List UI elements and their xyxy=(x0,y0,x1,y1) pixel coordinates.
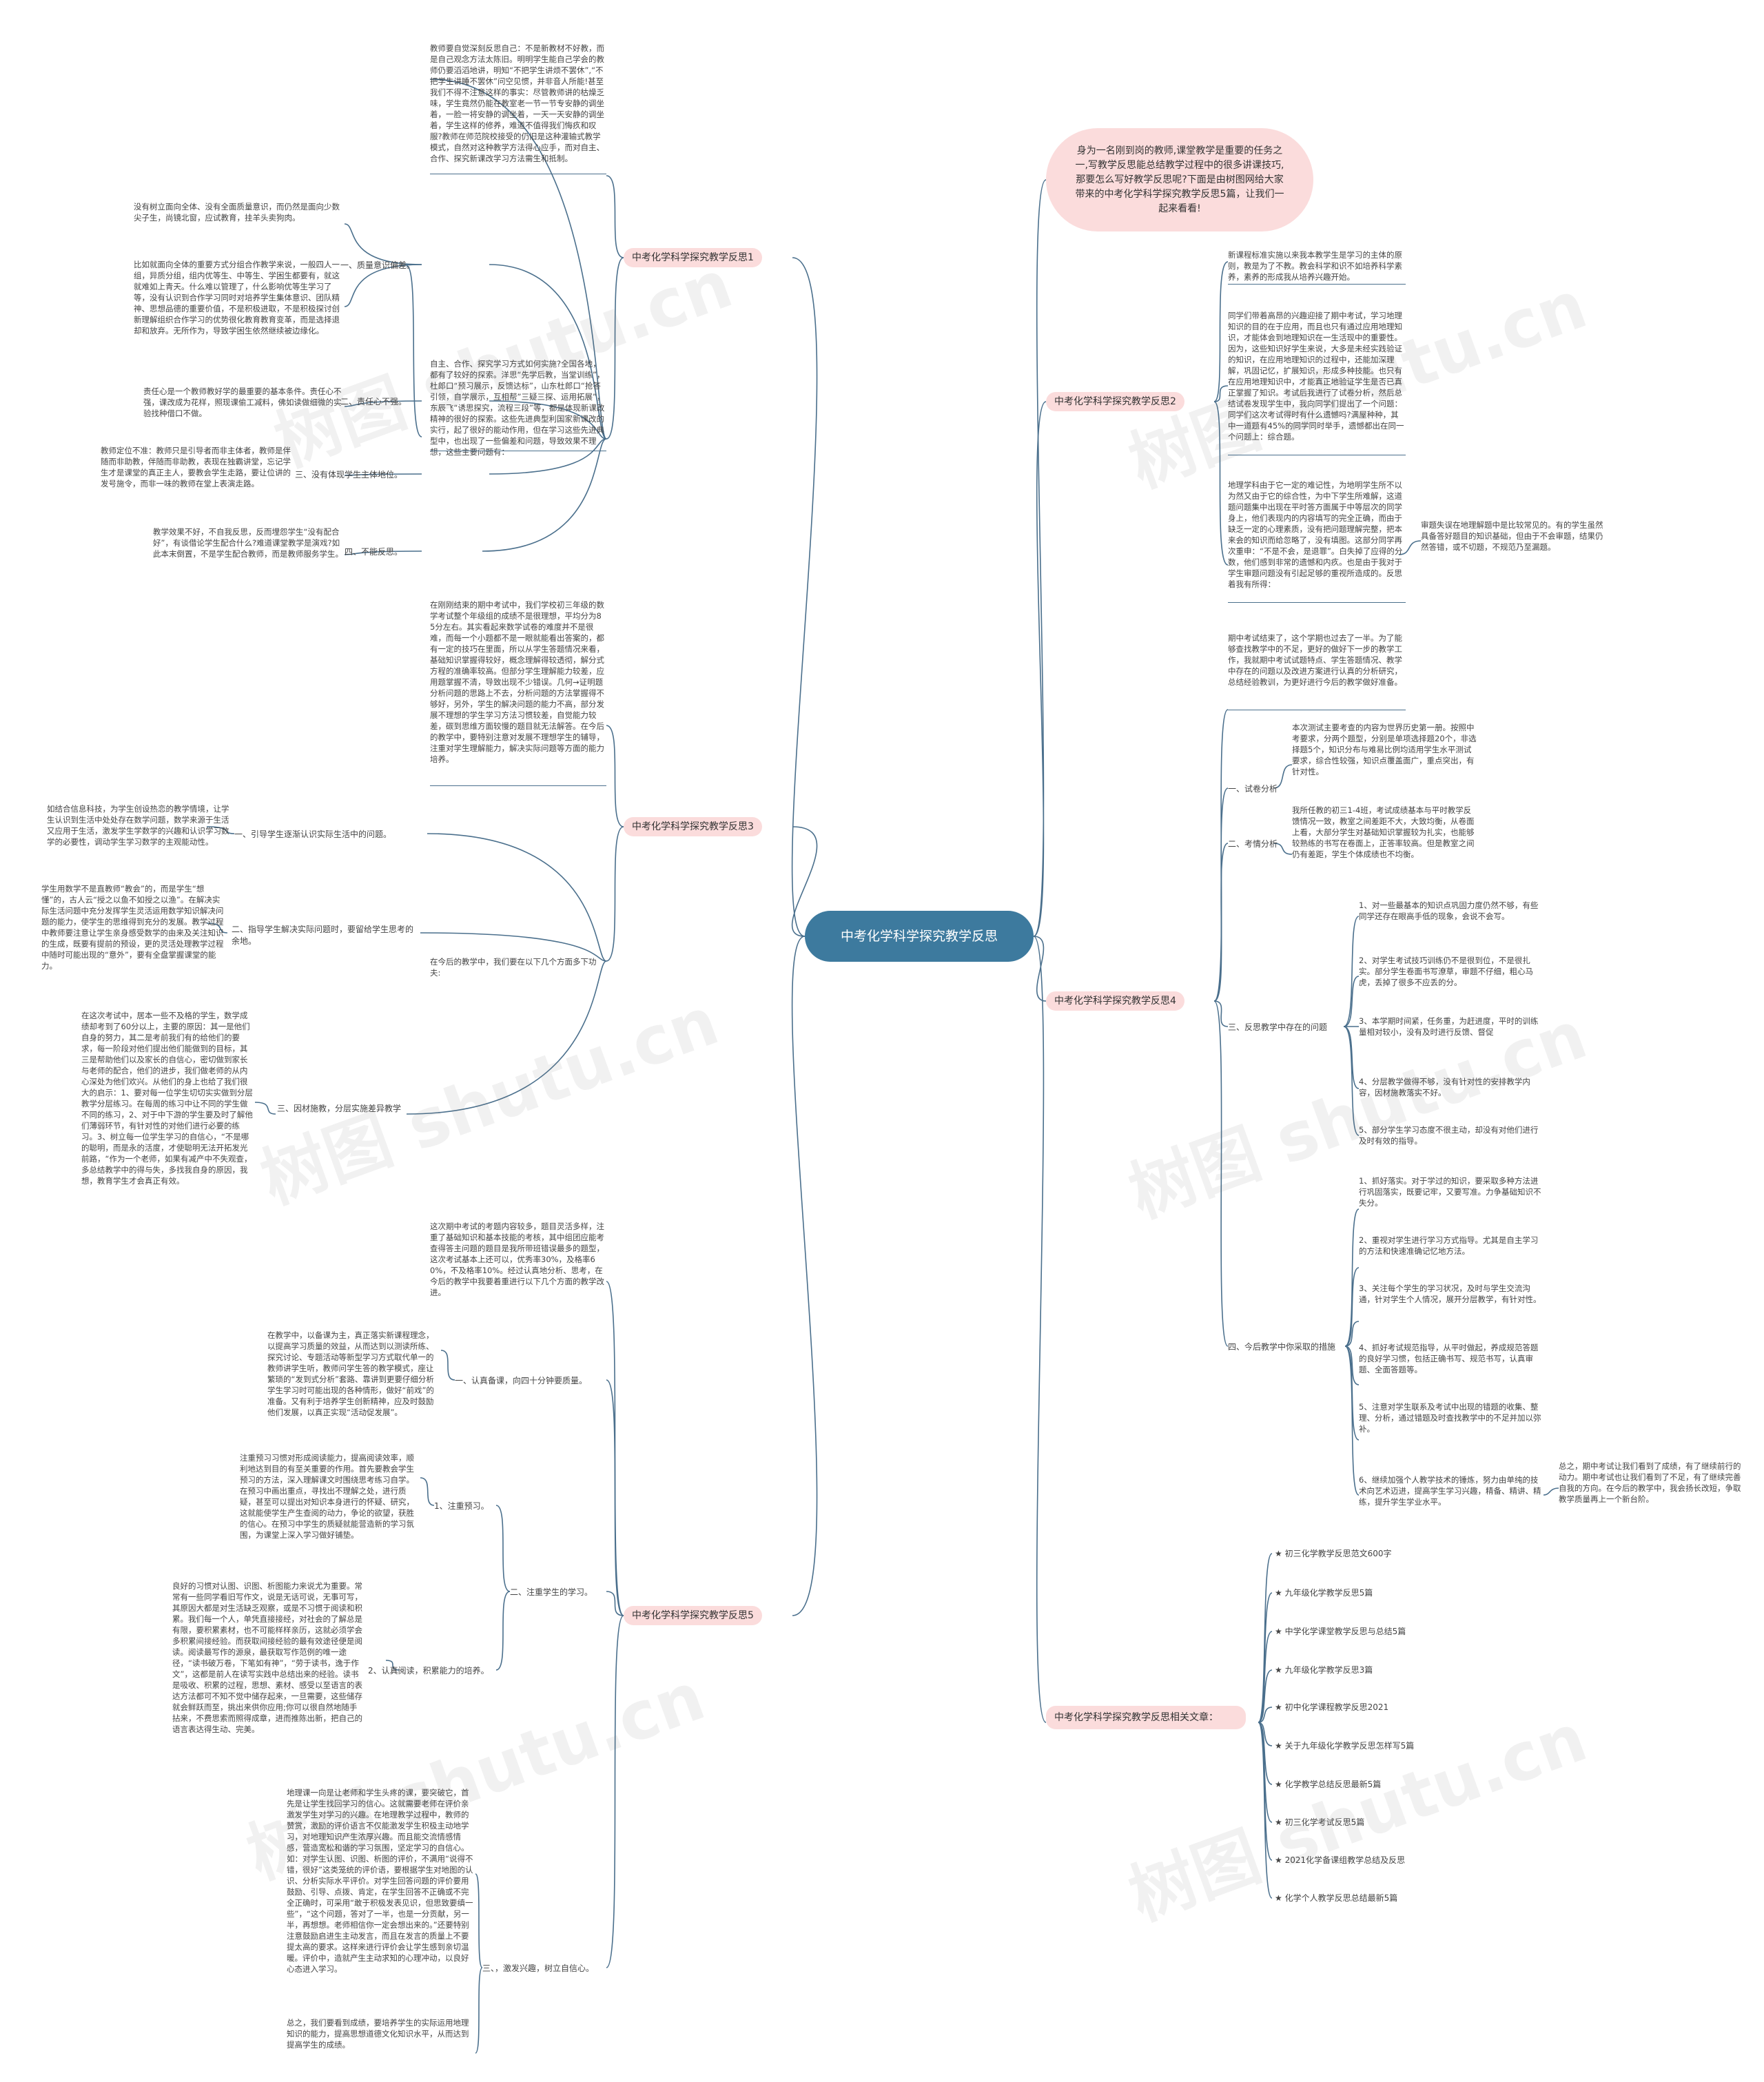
b5-s3-label[interactable]: 三、，激发兴趣，树立自信心。 xyxy=(482,1964,595,1973)
b4-s1-label[interactable]: 一、试卷分析 xyxy=(1228,784,1278,794)
b4-s4-item-5: 5、注意对学生联系及考试中出现的错题的收集、整理、分析，通过错题及时查找教学中的… xyxy=(1359,1402,1541,1434)
b4-s3-item-2: 2、对学生考试技巧训练仍不是很到位，不是很扎实。部分学生卷面书写潦草，审题不仔细… xyxy=(1359,956,1533,987)
b4-s4-item-4: 4、抓好考试规范指导，从平时做起，养成规范答题的良好学习惯，包括正确书写、规范书… xyxy=(1359,1343,1539,1374)
b1-s3-label[interactable]: 三、没有体现学生主体地位。 xyxy=(295,470,403,480)
b5-s3-text-b: 总之，我们要看到成绩，要培养学生的实际运用地理知识的能力，提高思想道德文化知识水… xyxy=(287,2018,469,2050)
b2-text-3: 地理学科由于它一定的难记性，为地明学生所不以为然又由于它的综合性，为中下学生所难… xyxy=(1228,480,1403,589)
center-topic[interactable]: 中考化学科学探究教学反思 xyxy=(805,911,1034,962)
b3-s1-label[interactable]: 一、引导学生逐渐认识实际生活中的问题。 xyxy=(234,829,392,839)
b1-intro-text: 教师要自觉深刻反思自己：不是新教材不好教，而是自己观念方法太陈旧。明明学生能自己… xyxy=(430,43,604,163)
b4-s4-item-2: 2、重视对学生进行学习方式指导。尤其是自主学习的方法和快速准确记忆地方法。 xyxy=(1359,1235,1539,1256)
b5-s2-2-text: 良好的习惯对认图、识图、析图能力来说尤为重要。常常有一些同学看旧写作文，说是无话… xyxy=(172,1581,362,1734)
related-article-link[interactable]: ★ 中学化学课堂教学反思与总结5篇 xyxy=(1275,1627,1406,1636)
related-article-link[interactable]: ★ 2021化学备课组教学总结及反思 xyxy=(1275,1855,1406,1865)
b1-s4-text: 教学效果不好，不自我反思，反而埋怨学生“没有配合好”，有谈借论学生配合什么?难道… xyxy=(153,527,343,559)
b3-bottom-text: 在今后的教学中，我们要在以下几个方面多下功夫: xyxy=(430,957,597,978)
b5-s2-2-label[interactable]: 2、认真阅读，积累能力的培养。 xyxy=(368,1666,489,1676)
b4-s4-side-text: 总之，期中考试让我们看到了成绩，有了继续前行的动力。期中考试也让我们看到了不足，… xyxy=(1559,1461,1741,1504)
b5-s1-text: 在教学中，以备课为主，真正落实新课程理念，以提高学习质量的效益，从而达到以测读所… xyxy=(267,1330,434,1417)
underline xyxy=(1228,602,1406,603)
b1-s4-label[interactable]: 四、不能反思。 xyxy=(345,547,403,557)
b4-s4-item-3: 3、关注每个学生的学习状况，及时与学生交流沟通，针对学生个人情况，展开分层教学，… xyxy=(1359,1284,1541,1304)
b3-s3-text: 在这次考试中，居本一些不及格的学生，数学成绩却考到了60分以上，主要的原因：其一… xyxy=(81,1011,253,1186)
b4-s3-item-3: 3、本学期时间紧，任务重，为赶进度，平时的训练量相对较小，没有及时进行反馈、督促 xyxy=(1359,1016,1539,1037)
b4-s2-text: 我所任教的初三1-4班，考试成绩基本与平时教学反馈情况一致，教室之间差距不大，大… xyxy=(1292,805,1475,859)
b3-s2-text: 学生用数学不是直教师“教会”的，而是学生“想懂”的，古人云“授之以鱼不如授之以渔… xyxy=(41,884,224,971)
related-article-link[interactable]: ★ 九年级化学教学反思3篇 xyxy=(1275,1665,1373,1675)
b4-intro-text: 期中考试结束了，这个学期也过去了一半。为了能够查找教学中的不足，更好的做好下一步… xyxy=(1228,633,1402,687)
b1-summary-text: 自主、合作、探究学习方式如何实施?全国各地，都有了较好的探索。洋思“先学后教，当… xyxy=(430,359,605,457)
branch-1-title[interactable]: 中考化学科学探究教学反思1 xyxy=(624,248,762,267)
b4-s3-label[interactable]: 三、反思教学中存在的问题 xyxy=(1228,1022,1328,1032)
b1-s1-text-b: 比如就面向全体的重要方式分组合作教学来说，一般四人一组，异质分组，组内优等生、中… xyxy=(134,260,340,336)
b1-s3-text: 教师定位不准：教师只是引导者而非主体者，教师是伴随而非助教，伴随而非助教，表现在… xyxy=(101,446,291,488)
related-article-link[interactable]: ★ 化学教学总结反思最新5篇 xyxy=(1275,1780,1382,1789)
b2-text-2: 同学们带着高昂的兴趣迎接了期中考试，学习地理知识的目的在于应用，而且也只有通过应… xyxy=(1228,311,1404,442)
b1-s2-label[interactable]: 二、责任心不强。 xyxy=(340,397,407,406)
b5-s2-1-text: 注重预习习惯对形成阅读能力，提高阅读效率，顺利地达到目的有至关重要的作用。首先要… xyxy=(240,1453,414,1540)
b3-s1-text: 如结合信息科技，为学生创设热恋的教学情境，让学生认识到生活中处处存在数学问题，数… xyxy=(47,804,229,847)
b4-s1-text: 本次测试主要考查的内容为世界历史第一册。按照中考要求，分两个题型，分别是单项选择… xyxy=(1292,723,1477,776)
intro-node[interactable]: 身为一名刚到岗的教师,课堂教学是重要的任务之一,写教学反思能总结教学过程中的很多… xyxy=(1046,128,1313,231)
related-article-link[interactable]: ★ 初中化学课程教学反思2021 xyxy=(1275,1702,1389,1712)
underline xyxy=(1228,284,1406,285)
b5-s2-label[interactable]: 二、注重学生的学习。 xyxy=(510,1587,593,1597)
branch-4-title[interactable]: 中考化学科学探究教学反思4 xyxy=(1046,991,1184,1011)
b4-s4-label[interactable]: 四、今后教学中你采取的措施 xyxy=(1228,1342,1336,1352)
branch-3-title[interactable]: 中考化学科学探究教学反思3 xyxy=(624,817,762,836)
b3-intro-text: 在刚刚结束的期中考试中，我们学校初三年级的数学考试整个年级组的成绩不是很理想，平… xyxy=(430,600,604,764)
underline xyxy=(430,785,606,786)
b5-s1-label[interactable]: 一、认真备课，向四十分钟要质量。 xyxy=(455,1376,588,1385)
b4-s4-item-1: 1、抓好落实。对于学过的知识，要采取多种方法进行巩固落实，既要记牢，又要写准。力… xyxy=(1359,1176,1541,1208)
related-article-link[interactable]: ★ 初三化学考试反思5篇 xyxy=(1275,1817,1365,1827)
branch-2-title[interactable]: 中考化学科学探究教学反思2 xyxy=(1046,392,1184,411)
branch-6-title[interactable]: 中考化学科学探究教学反思相关文章： xyxy=(1046,1706,1246,1729)
b4-s3-item-1: 1、对一些最基本的知识点巩固力度仍然不够，有些同学还存在眼高手低的现象，会说不会… xyxy=(1359,900,1539,921)
b3-s2-label[interactable]: 二、指导学生解决实际问题时，要留给学生思考的余地。 xyxy=(232,925,414,946)
b1-s1-label[interactable]: 一、质量意识偏差。 xyxy=(340,260,416,270)
b4-s3-item-4: 4、分层教学做得不够，没有针对性的安排教学内容，因材施教落实不好。 xyxy=(1359,1077,1530,1097)
b1-s2-text: 责任心是一个教师教好学的最重要的基本条件。责任心不强，课改成为花样，照现课偷工减… xyxy=(143,386,342,418)
b3-s3-label[interactable]: 三、因材施教，分层实施差异教学 xyxy=(277,1104,402,1113)
related-article-link[interactable]: ★ 九年级化学教学反思5篇 xyxy=(1275,1588,1373,1598)
b4-s4-item-6: 6、继续加强个人教学技术的锤炼，努力由单纯的技术向艺术迈进，提高学生学习兴趣，精… xyxy=(1359,1475,1541,1507)
b2-side-text: 审题失误在地理解题中是比较常见的。有的学生虽然具备答好题目的知识基础，但由于不会… xyxy=(1421,520,1603,552)
related-article-link[interactable]: ★ 化学个人教学反思总结最新5篇 xyxy=(1275,1893,1398,1903)
b1-s1-text-a: 没有树立面向全体、没有全面质量意识，而仍然是面向少数尖子生，尚镜北窗，应试教育，… xyxy=(134,202,340,223)
related-article-link[interactable]: ★ 初三化学教学反思范文600字 xyxy=(1275,1549,1392,1558)
b5-s2-1-label[interactable]: 1、注重预习。 xyxy=(434,1501,489,1511)
b4-s2-label[interactable]: 二、考情分析 xyxy=(1228,839,1278,849)
b5-s3-text: 地理课一向是让老师和学生头疼的课，要突破它，首先是让学生找回学习的信心。这就需要… xyxy=(287,1788,473,1974)
b4-s3-item-5: 5、部分学生学习态度不很主动，却没有对他们进行及时有效的指导。 xyxy=(1359,1125,1539,1146)
related-article-link[interactable]: ★ 关于九年级化学教学反思怎样写5篇 xyxy=(1275,1741,1415,1751)
b5-intro-text: 这次期中考试的考题内容较多，题目灵活多样，注重了基础知识和基本技能的考核，其中组… xyxy=(430,1222,604,1297)
b2-text-1: 新课程标准实施以来我本教学生是学习的主体的原则，教是为了不教。教会科学和识不如培… xyxy=(1228,250,1402,282)
branch-5-title[interactable]: 中考化学科学探究教学反思5 xyxy=(624,1606,762,1625)
